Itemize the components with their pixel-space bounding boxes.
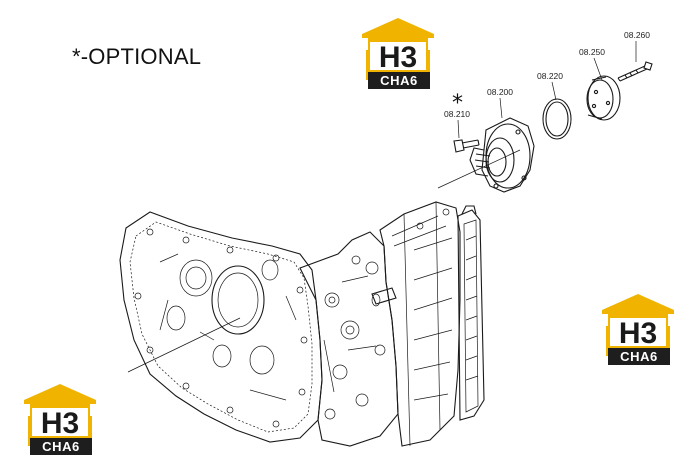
part-label-08-210: 08.210 (444, 109, 470, 119)
part-label-08-200: 08.200 (487, 87, 513, 97)
logo-mark: H3 (619, 317, 657, 350)
brand-logo-right: H3 CHA6 (602, 294, 674, 365)
optional-marker: * (452, 91, 463, 116)
logo-mark: H3 (41, 407, 79, 440)
brand-logo-top: H3 CHA6 (362, 18, 434, 89)
cover-plate-08-250 (586, 75, 621, 121)
flange-08-200 (469, 117, 535, 193)
part-label-08-250: 08.250 (579, 47, 605, 57)
part-label-08-260: 08.260 (624, 30, 650, 40)
logo-sub: CHA6 (42, 439, 80, 454)
bolt-08-210 (453, 139, 480, 153)
leader-lines (127, 41, 637, 373)
transmission-housing (119, 201, 485, 447)
logo-mark: H3 (379, 41, 417, 74)
part-label-08-220: 08.220 (537, 71, 563, 81)
logo-sub: CHA6 (620, 349, 658, 364)
brand-logo-bottom: H3 CHA6 (24, 384, 96, 455)
optional-note: *-OPTIONAL (72, 44, 202, 69)
o-ring-08-220 (542, 98, 572, 140)
bolt-08-260 (617, 61, 653, 82)
logo-sub: CHA6 (380, 73, 418, 88)
